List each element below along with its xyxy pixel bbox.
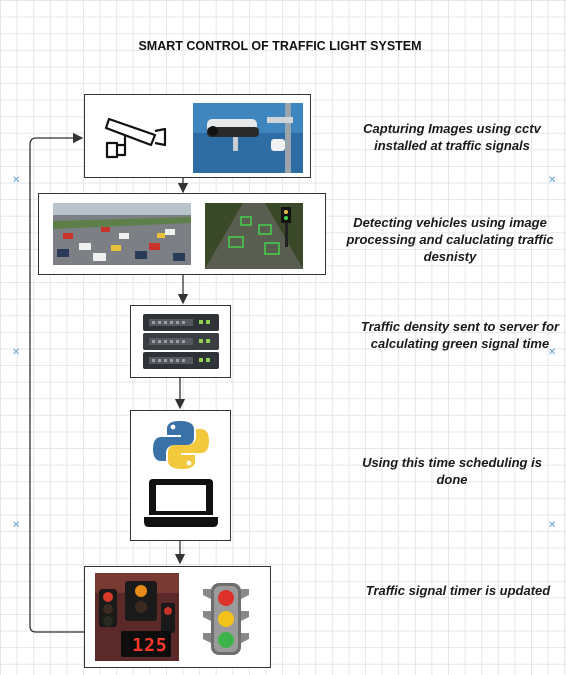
grid-marker-icon: ✕ (12, 175, 21, 186)
cctv-photo (193, 103, 303, 173)
vehicle-detection-photo (205, 203, 303, 269)
cctv-camera-icon (104, 117, 167, 159)
grid-marker-icon: ✕ (12, 520, 21, 531)
step-2-detection-box (38, 193, 326, 275)
timer-display: 125 (132, 635, 168, 656)
step-4-scheduling-box (130, 410, 231, 541)
step-2-description: Detecting vehicles using image processin… (346, 215, 554, 264)
diagram-title: SMART CONTROL OF TRAFFIC LIGHT SYSTEM (138, 39, 422, 53)
highway-traffic-photo (53, 203, 191, 265)
grid-marker-icon: ✕ (548, 347, 557, 358)
step-5-signal-box: 125 (84, 566, 271, 668)
traffic-signal-timer-photo (95, 573, 179, 661)
grid-marker-icon: ✕ (548, 520, 557, 531)
laptop-icon (144, 479, 218, 527)
step-4-description: Using this time scheduling is done (362, 455, 542, 487)
step-5-description: Traffic signal timer is updated (365, 583, 551, 598)
step-1-capture-box (84, 94, 311, 178)
feedback-loop-arrow (29, 132, 84, 633)
server-rack-icon (143, 314, 219, 369)
python-logo-icon (153, 421, 209, 469)
grid-marker-icon: ✕ (12, 347, 21, 358)
step-3-server-box (130, 305, 231, 378)
step-1-description: Capturing Images using cctv installed at… (363, 121, 541, 153)
grid-marker-icon: ✕ (548, 175, 557, 186)
step-3-description: Traffic density sent to server for calcu… (360, 319, 560, 351)
traffic-light-icon (203, 583, 249, 655)
